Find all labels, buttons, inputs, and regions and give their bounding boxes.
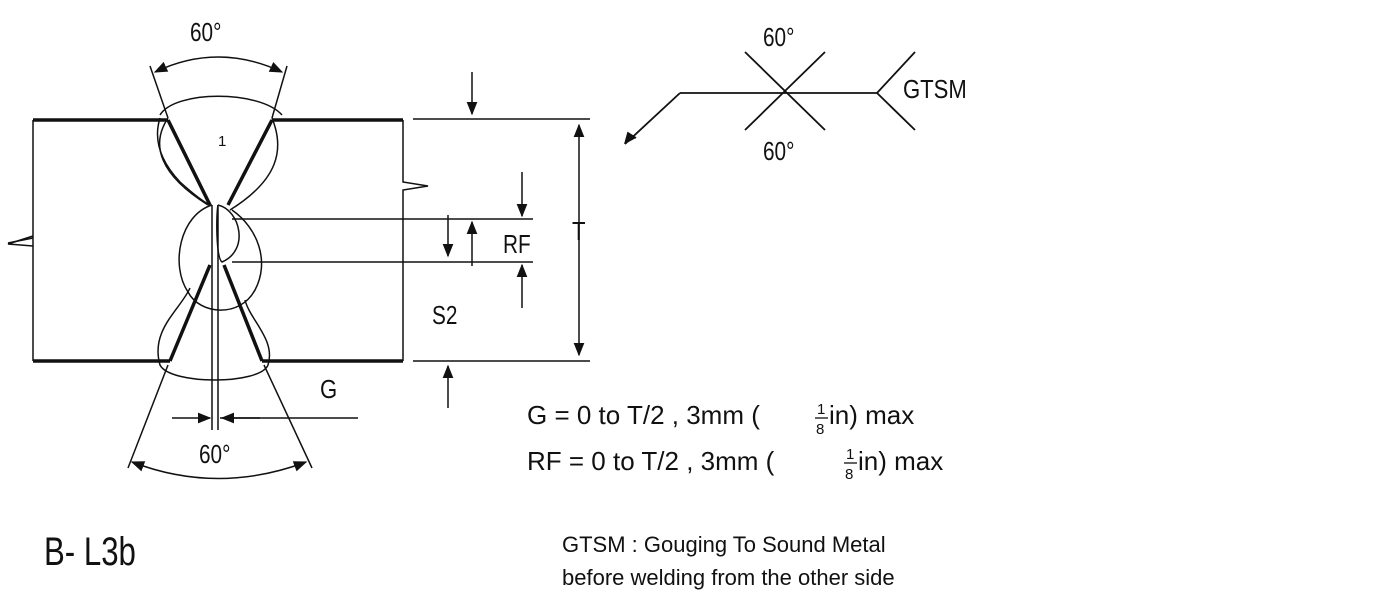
svg-text:in) max: in) max: [858, 446, 943, 476]
note-g-frac-num: 1: [817, 401, 825, 418]
note-g-prefix: G = 0 to T/2 , 3mm (: [527, 400, 760, 430]
t-label: T: [572, 217, 586, 246]
gap-label: G: [320, 375, 337, 404]
footnote-line2: before welding from the other side: [562, 565, 895, 590]
note-rf-suffix: in) max: [858, 446, 943, 476]
svg-text:RF = 0 to T/2 , 3mm (: RF = 0 to T/2 , 3mm (: [527, 446, 775, 476]
plates: [7, 118, 429, 363]
note-rf-prefix: RF = 0 to T/2 , 3mm (: [527, 446, 775, 476]
note-rf-frac-den: 8: [845, 466, 853, 483]
joint-designation: B- L3b: [44, 529, 136, 574]
groove-lines: [166, 119, 274, 362]
note-g-frac-den: 8: [816, 421, 824, 438]
note-g: G = 0 to T/2 , 3mm ( 1 8 in) max: [527, 400, 914, 438]
bottom-angle-dimension: [127, 364, 313, 480]
symbol-tail-text: GTSM: [903, 75, 967, 104]
bottom-angle-label: 60°: [199, 440, 230, 469]
svg-text:in) max: in) max: [829, 400, 914, 430]
note-g-suffix: in) max: [829, 400, 914, 430]
symbol-arrow-angle: 60°: [763, 23, 794, 52]
top-angle-label: 60°: [190, 18, 221, 47]
s2-label: S2: [432, 301, 457, 330]
svg-text:G = 0 to T/2 , 3mm (: G = 0 to T/2 , 3mm (: [527, 400, 760, 430]
symbol-other-angle: 60°: [763, 137, 794, 166]
note-rf-frac-num: 1: [846, 446, 854, 463]
welding-symbol: [624, 51, 916, 145]
rf-label: RF: [503, 230, 531, 259]
footnote-line1: GTSM : Gouging To Sound Metal: [562, 532, 886, 557]
note-rf: RF = 0 to T/2 , 3mm ( 1 8 in) max: [527, 446, 943, 483]
weld-profile: [156, 95, 283, 381]
pass-number: 1: [218, 133, 226, 150]
top-angle-dimension: [149, 56, 288, 119]
dimension-lines: [232, 72, 590, 408]
